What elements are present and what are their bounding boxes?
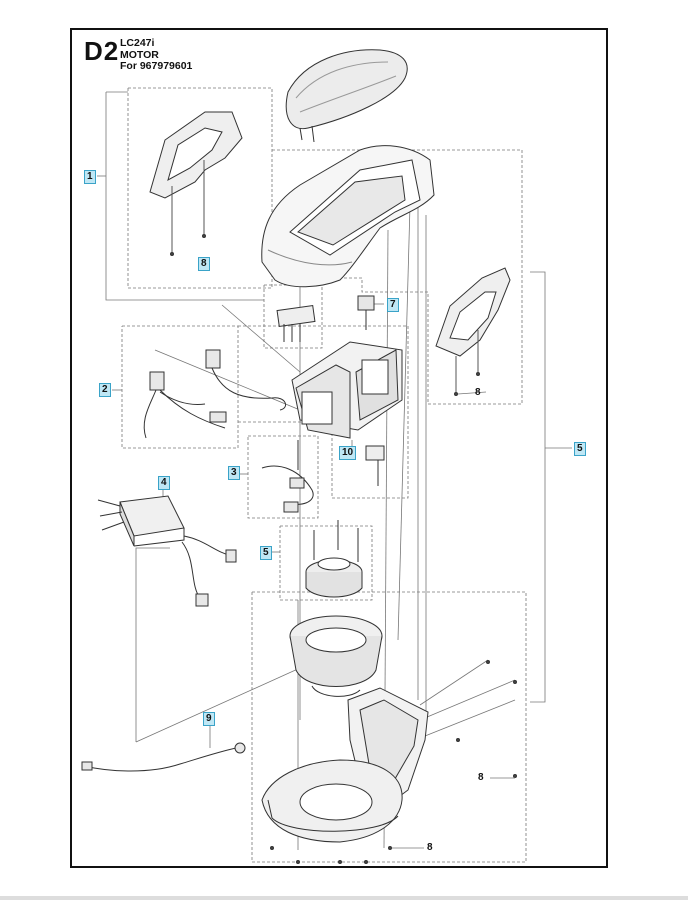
group-box-base: [251, 591, 527, 863]
power-supply-part: [97, 495, 237, 607]
model-name: LC247i: [120, 37, 155, 49]
group-box-sensor: [247, 435, 319, 519]
motor-part: [305, 520, 363, 598]
page-edge: [0, 896, 688, 900]
battery-housing-part: [291, 341, 403, 439]
callout-10: 10: [339, 446, 357, 460]
label-8-base-bottom: 8: [427, 842, 433, 853]
group-box-wiring: [121, 325, 239, 449]
cable-part: [81, 742, 246, 772]
latch-part: [276, 305, 316, 342]
top-handle-part: [285, 49, 408, 143]
screw-set: [170, 234, 517, 864]
page-code: D2: [84, 36, 120, 66]
connector-part: [357, 295, 375, 330]
label-8-right-grip: 8: [475, 387, 481, 398]
diagram-frame: [70, 28, 608, 868]
fan-housing-part: [289, 615, 383, 697]
top-cover-housing: [261, 145, 435, 288]
group-box-handle-side: [127, 87, 273, 289]
sensor-assembly-part: [261, 440, 314, 513]
callout-7: 7: [387, 298, 399, 312]
callout-9: 9: [203, 712, 215, 726]
callout-5-motor: 5: [260, 546, 272, 560]
group-box-latch: [263, 284, 323, 349]
bracket-part: [365, 445, 385, 486]
callout-5-right: 5: [574, 442, 586, 456]
chute-housing-part: [347, 687, 429, 809]
group-box-battery-housing: [238, 325, 409, 499]
callout-4: 4: [158, 476, 170, 490]
callout-8-left: 8: [198, 257, 210, 271]
callout-3: 3: [228, 466, 240, 480]
bottom-base-part: [261, 759, 403, 843]
title-block: LC247i MOTOR For 967979601: [120, 37, 193, 73]
section-name: MOTOR: [120, 48, 159, 61]
serial-line: For 967979601: [120, 60, 193, 72]
left-grip-part: [149, 111, 243, 252]
group-box-motor: [279, 525, 373, 601]
label-8-base-right: 8: [478, 772, 484, 783]
callout-1: 1: [84, 170, 96, 184]
wiring-harness-part: [143, 349, 287, 439]
right-grip-part: [435, 267, 511, 392]
group-box-top-cover: [272, 149, 523, 405]
callout-2: 2: [99, 383, 111, 397]
